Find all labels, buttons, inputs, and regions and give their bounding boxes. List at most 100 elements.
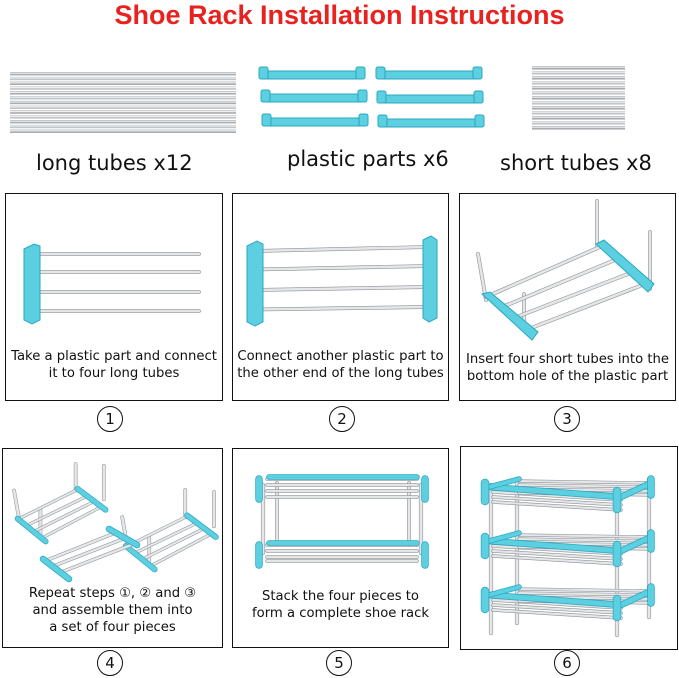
tube-highlight — [34, 499, 97, 532]
shelf-piece — [12, 462, 109, 545]
short-tube-highlight — [532, 126, 625, 128]
step-6-panel — [460, 446, 678, 650]
plastic-part — [486, 484, 624, 500]
step-4-illustration — [12, 462, 219, 583]
long-tube-highlight — [10, 91, 236, 93]
tube-highlight — [498, 258, 617, 310]
step-4-panel: Repeat steps ①, ② and ③ and assemble the… — [2, 448, 223, 648]
plastic-part — [487, 531, 521, 543]
short-tube — [532, 91, 625, 95]
tube-highlight — [518, 588, 650, 592]
tube-highlight — [12, 489, 21, 522]
plastic-part-end — [473, 90, 484, 104]
plastic-part — [40, 556, 72, 582]
plastic-part — [487, 477, 521, 489]
short-tube-highlight — [532, 106, 625, 108]
plastic-part — [15, 516, 48, 544]
tube-highlight — [491, 495, 623, 507]
plastic-part — [260, 93, 368, 103]
plastic-parts-icon — [258, 66, 485, 128]
plastic-part — [422, 235, 438, 323]
step-1-caption-line: Take a plastic part and connect — [11, 349, 217, 364]
long-tube-highlight — [10, 96, 236, 98]
tube-highlight — [512, 272, 630, 320]
tube-highlight — [518, 592, 650, 596]
parts-illustrations — [10, 66, 625, 133]
step-1-caption-line: it to four long tubes — [48, 366, 180, 381]
step-6-illustration — [480, 475, 655, 638]
plastic-part — [486, 592, 624, 608]
long-tube-highlight — [10, 72, 236, 74]
long-tube-highlight — [10, 87, 236, 89]
short-tube — [532, 71, 625, 75]
step-5-caption-line: form a complete shoe rack — [252, 606, 429, 621]
plastic-part — [123, 543, 157, 572]
step-5-panel: Stack the four pieces to form a complete… — [232, 448, 449, 648]
step-3-caption-line: Insert four short tubes into the — [466, 352, 669, 367]
step-4-caption-line: a set of four pieces — [49, 620, 176, 635]
tube-highlight — [18, 487, 81, 520]
step-2-caption-line: Connect another plastic part to — [237, 349, 444, 364]
tube-highlight — [149, 532, 214, 567]
short-tube — [532, 116, 625, 120]
step-3-caption-line: bottom hole of the plastic part — [466, 369, 669, 384]
short-tube — [532, 96, 625, 100]
tube-highlight — [518, 534, 650, 538]
long-tube-highlight — [10, 115, 236, 117]
step-3-panel: Insert four short tubes into the bottom … — [459, 193, 676, 401]
long-tubes-label: long tubes x12 — [36, 151, 193, 175]
tube-highlight — [253, 245, 431, 253]
plastic-part-end — [377, 114, 388, 128]
tube-highlight — [41, 505, 104, 540]
plastic-parts-label: plastic parts x6 — [287, 147, 449, 171]
tube-highlight — [253, 264, 431, 271]
tube-highlight — [491, 549, 623, 561]
plastic-part-end — [258, 66, 269, 80]
tube-highlight — [491, 608, 623, 620]
tube-highlight — [518, 538, 650, 542]
long-tube-highlight — [10, 101, 236, 103]
step-1-panel: Take a plastic part and connect it to fo… — [5, 193, 223, 401]
short-tube-highlight — [532, 96, 625, 98]
plastic-part — [23, 243, 41, 325]
tube-highlight — [142, 526, 207, 560]
short-tube-highlight — [532, 86, 625, 88]
step-1-caption: Take a plastic part and connect it to fo… — [6, 348, 222, 382]
shelf-piece — [120, 488, 219, 573]
long-tube-highlight — [10, 106, 236, 108]
tube-highlight — [25, 494, 90, 527]
step-4-caption-line: and assemble them into — [32, 603, 193, 618]
tube-highlight — [43, 531, 117, 563]
plastic-part — [487, 585, 521, 597]
plastic-part-end — [358, 113, 369, 127]
short-tube-highlight — [532, 101, 625, 103]
step-5-illustration — [255, 474, 429, 569]
short-tube — [532, 66, 625, 70]
page-title: Shoe Rack Installation Instructions — [114, 0, 565, 30]
tube-highlight — [133, 521, 199, 555]
step-5-caption: Stack the four pieces to form a complete… — [233, 588, 448, 622]
short-tube-highlight — [532, 71, 625, 73]
step-4-caption: Repeat steps ①, ② and ③ and assemble the… — [3, 585, 222, 636]
step-2-caption-line: the other end of the long tubes — [237, 366, 444, 381]
short-tube-highlight — [532, 116, 625, 118]
plastic-part — [377, 118, 485, 128]
plastic-part-end — [261, 113, 272, 127]
step-3-number: 3 — [554, 406, 580, 432]
long-tube-highlight — [10, 120, 236, 122]
plastic-part-end — [376, 90, 387, 104]
short-tube — [532, 126, 625, 130]
step-5-number: 5 — [326, 650, 352, 676]
short-tube-highlight — [532, 76, 625, 78]
tube-highlight — [253, 285, 431, 292]
plastic-part-end — [355, 66, 366, 80]
short-tube — [532, 106, 625, 110]
long-tube-highlight — [10, 77, 236, 79]
short-tube — [532, 101, 625, 105]
plastic-part — [480, 291, 539, 341]
long-tube-highlight — [10, 111, 236, 113]
plastic-part — [375, 70, 483, 80]
tube-highlight — [491, 490, 623, 502]
short-tube — [532, 81, 625, 85]
plastic-part-end — [357, 89, 368, 103]
